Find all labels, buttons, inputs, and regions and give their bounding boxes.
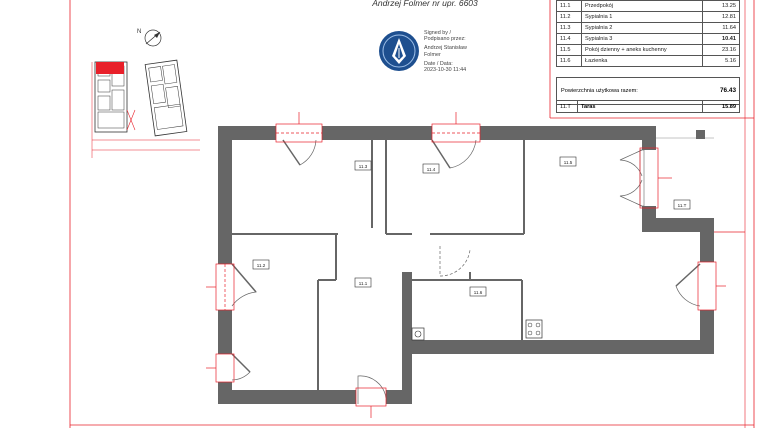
apartment-plan bbox=[218, 126, 714, 404]
north-label: N bbox=[137, 29, 141, 35]
sig-line: Signed by / bbox=[424, 30, 451, 36]
room-tag-11-5: 11.5 bbox=[564, 160, 573, 165]
architect-name: Andrzej Folmer nr upr. 6603 bbox=[372, 0, 478, 8]
terrace-id: 11.T bbox=[556, 100, 578, 113]
room-id: 11.1 bbox=[556, 0, 582, 12]
door-swing bbox=[431, 139, 477, 169]
wall-bath-bottom bbox=[402, 340, 714, 354]
sig-name: Folmer bbox=[424, 51, 441, 58]
window-markers bbox=[206, 112, 745, 418]
room-id: 11.2 bbox=[556, 11, 582, 23]
door-swing bbox=[357, 375, 387, 404]
wall-left-mid bbox=[218, 310, 232, 354]
wall-inner-vertical bbox=[402, 272, 412, 404]
room-area: 5.16 bbox=[702, 55, 740, 67]
north-arrow-icon bbox=[144, 29, 162, 47]
column-square bbox=[696, 130, 705, 139]
room-name: Przedpokój bbox=[581, 0, 703, 12]
room-name: Sypialnia 1 bbox=[581, 11, 703, 23]
room-name: Sypialnia 2 bbox=[581, 22, 703, 34]
sig-line: Podpisano przez: bbox=[424, 36, 466, 43]
terrace-area: 15.89 bbox=[702, 100, 740, 113]
room-name: Pokój dzienny + aneks kuchenny bbox=[581, 44, 703, 56]
sig-name: Andrzej Stanisław bbox=[424, 45, 467, 52]
signature-text: Signed by / Podpisano przez: Andrzej Sta… bbox=[424, 30, 467, 73]
highlighted-unit bbox=[96, 62, 124, 74]
room-tag-11-6: 11.6 bbox=[474, 290, 483, 295]
total-area-label: Powierzchnia użytkowa razem: bbox=[561, 88, 638, 94]
wall-left-top bbox=[218, 126, 232, 264]
room-tag-11-1: 11.1 bbox=[359, 281, 368, 286]
stove-fixture bbox=[525, 319, 543, 339]
room-tag-11-2: 11.2 bbox=[257, 263, 266, 268]
room-tag-11-3: 11.3 bbox=[359, 164, 368, 169]
room-tag-11-4: 11.4 bbox=[427, 167, 436, 172]
door-swing bbox=[439, 246, 471, 277]
room-area: 11.64 bbox=[702, 22, 740, 34]
room-tag-11-T: 11.T bbox=[678, 203, 687, 208]
digital-signature: Signed by / Podpisano przez: Andrzej Sta… bbox=[378, 30, 548, 78]
room-area: 13.25 bbox=[702, 0, 740, 12]
key-plan: N bbox=[91, 29, 200, 158]
wall-right-top bbox=[642, 126, 656, 150]
terrace-door bbox=[619, 179, 643, 207]
wall-top-right bbox=[480, 126, 656, 140]
room-area: 10.41 bbox=[702, 33, 740, 45]
door-swing bbox=[231, 353, 251, 381]
terrace-name: Taras bbox=[577, 100, 703, 113]
sig-date-label: Date / Data: bbox=[424, 60, 453, 67]
sig-date: 2023-10-30 11:44 bbox=[424, 67, 467, 74]
door-swing bbox=[282, 139, 317, 166]
terrace-door bbox=[619, 149, 643, 177]
sink-fixture bbox=[411, 327, 425, 341]
room-area: 23.16 bbox=[702, 44, 740, 56]
room-id: 11.3 bbox=[556, 22, 582, 34]
room-area: 12.81 bbox=[702, 11, 740, 23]
total-area-value: 76.43 bbox=[720, 87, 736, 94]
wall-top-left bbox=[218, 126, 276, 140]
wall-step bbox=[642, 218, 714, 232]
door-swing bbox=[675, 263, 701, 307]
room-id: 11.5 bbox=[556, 44, 582, 56]
wall-top-mid bbox=[322, 126, 432, 140]
room-name: Łazienka bbox=[581, 55, 703, 67]
table-row: 11.T Taras 15.89 bbox=[556, 100, 740, 113]
signature-seal-icon bbox=[379, 31, 419, 71]
wall-right-bottom bbox=[700, 310, 714, 354]
terrace-row: 11.T Taras 15.89 bbox=[556, 100, 740, 113]
wall-right-lower bbox=[700, 218, 714, 262]
wall-bottom-left bbox=[218, 390, 356, 404]
door-swing bbox=[231, 263, 257, 307]
room-name: Sypialnia 3 bbox=[581, 33, 703, 45]
room-id: 11.6 bbox=[556, 55, 582, 67]
room-tags: 11.3 11.4 11.5 11.T 11.2 11.1 11.6 bbox=[252, 156, 691, 297]
room-id: 11.4 bbox=[556, 33, 582, 45]
